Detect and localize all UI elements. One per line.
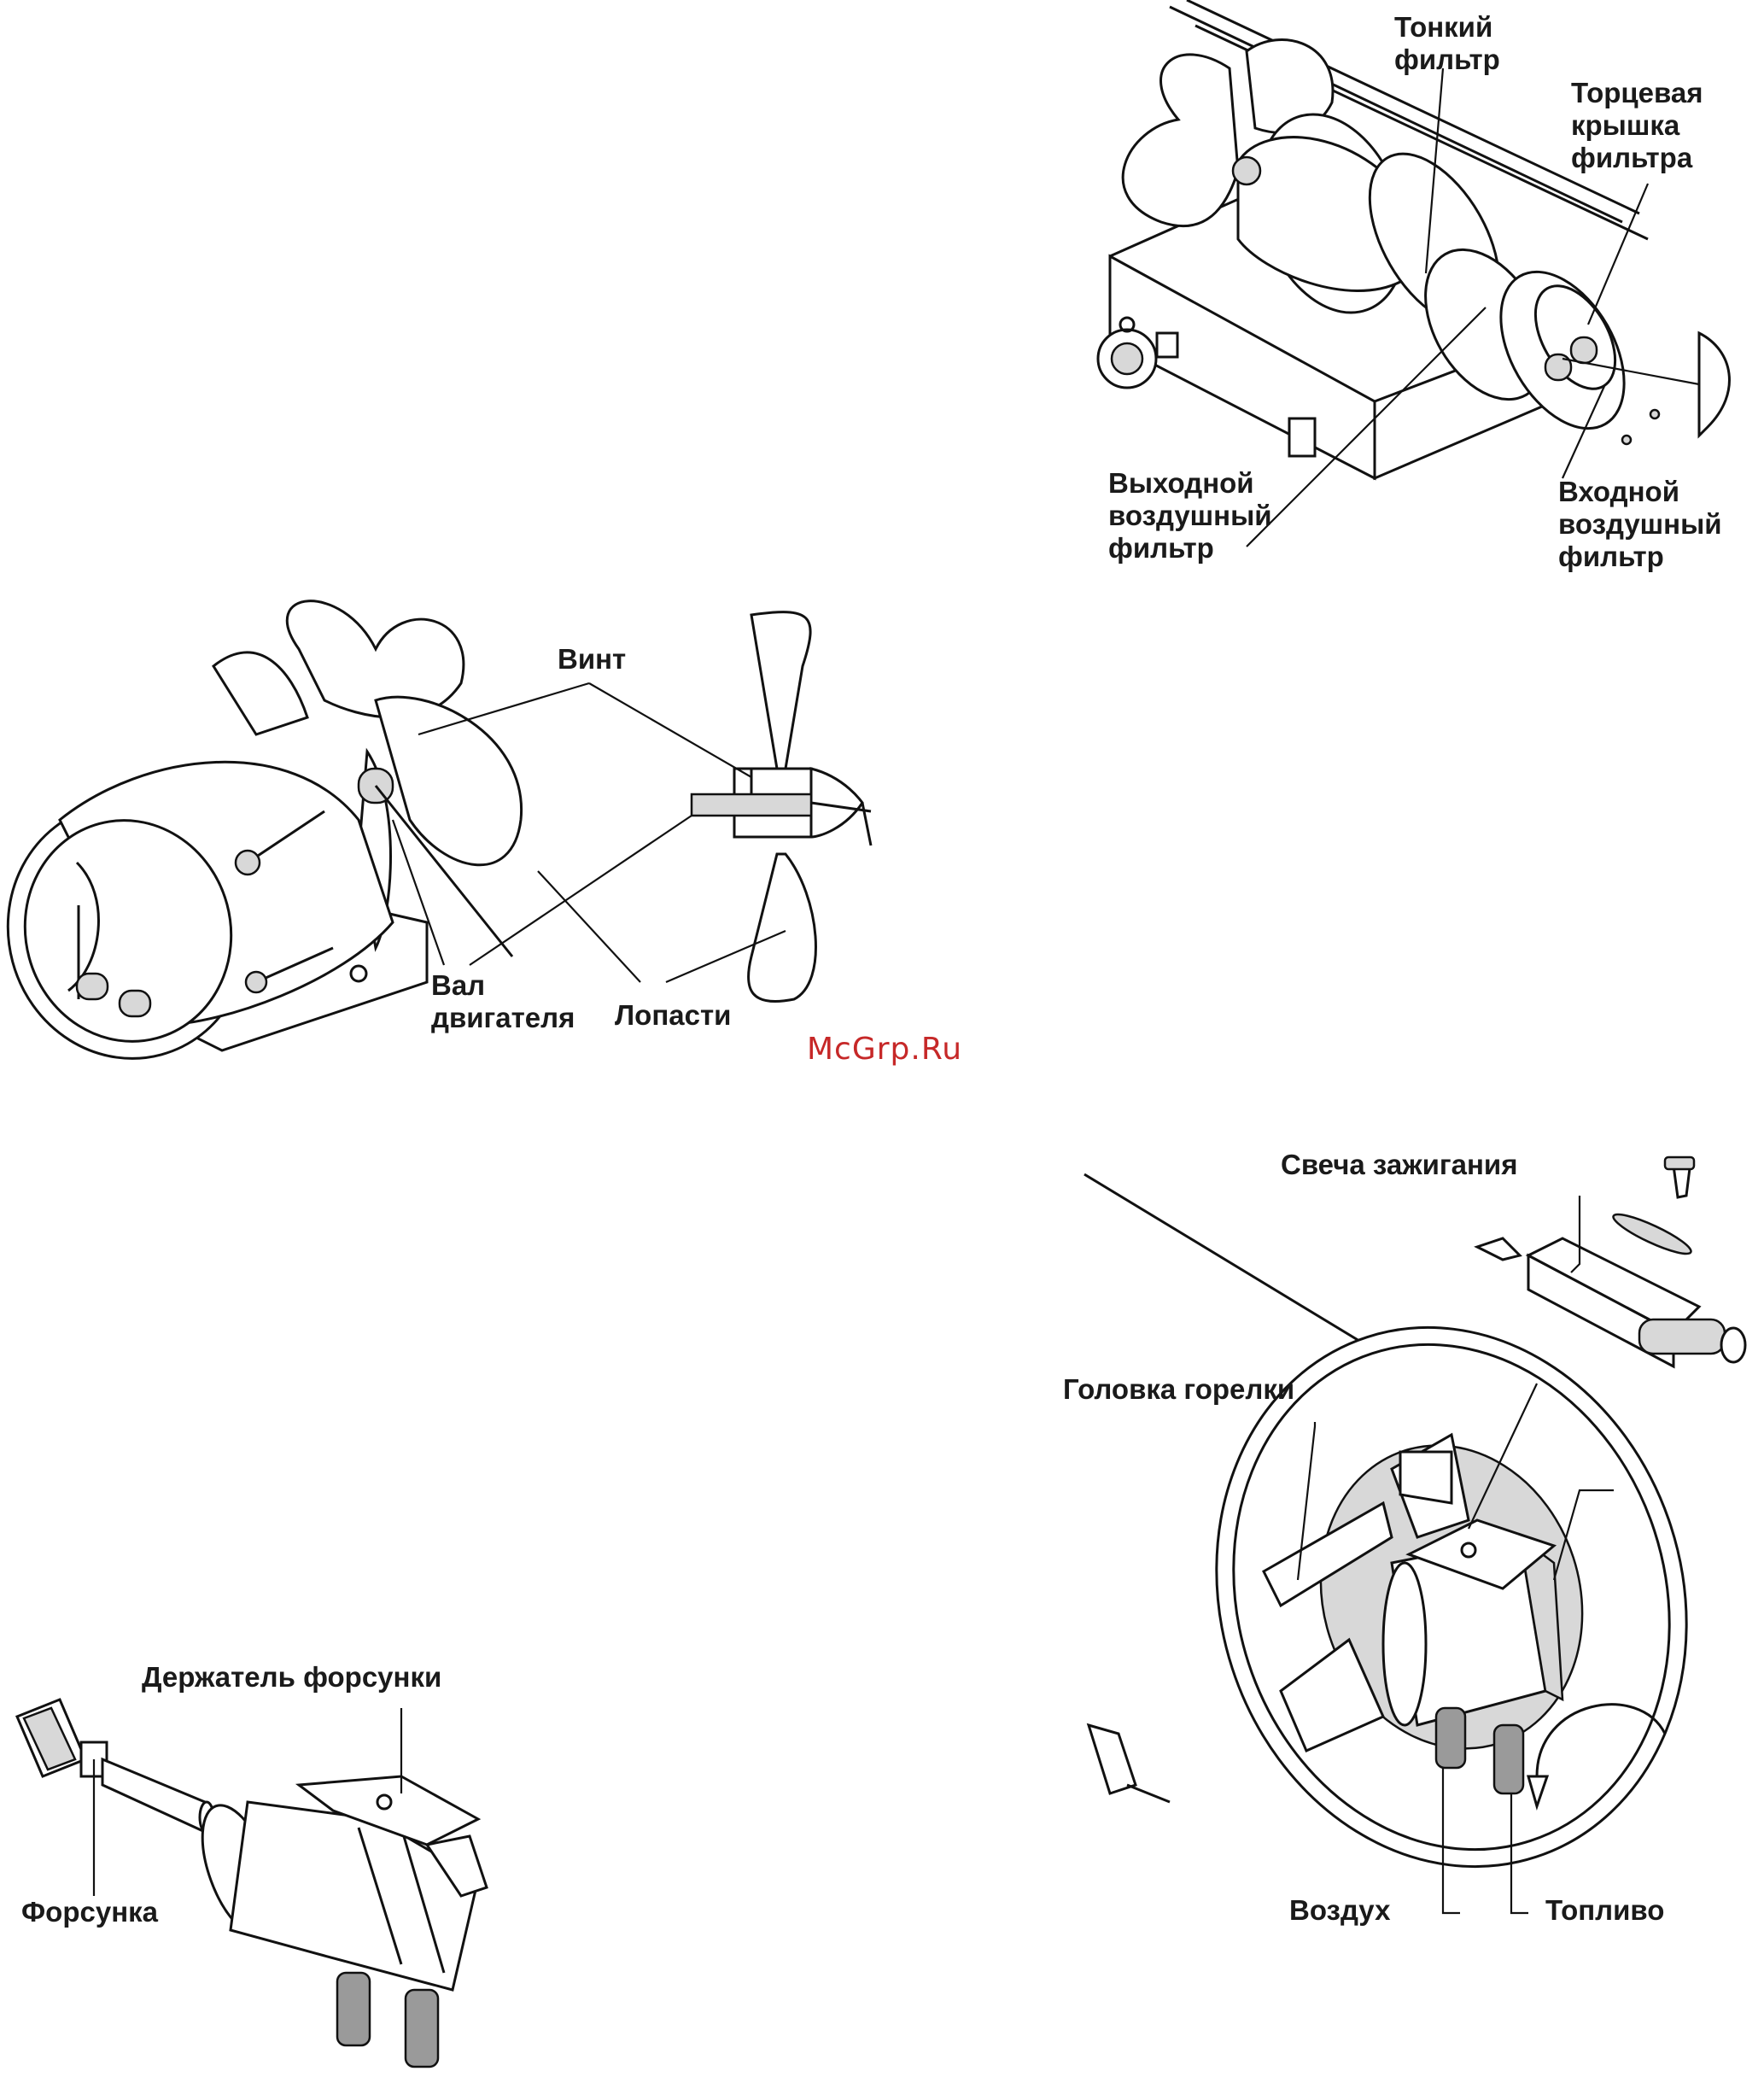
label-screw: Винт [558, 643, 626, 675]
label-blades: Лопасти [615, 999, 731, 1031]
nozzle-holder-diagram [17, 1700, 487, 2067]
label-nozzle: Форсунка [21, 1896, 159, 1928]
label-fuel: Топливо [1545, 1894, 1664, 1926]
label-nozzle-holder: Держатель форсунки [142, 1661, 441, 1693]
label-burner-head: Головка горелки [1063, 1373, 1294, 1405]
burner-head-diagram [1084, 1157, 1755, 1928]
label-spark-plug: Свеча зажигания [1281, 1149, 1517, 1180]
label-air: Воздух [1289, 1894, 1391, 1926]
watermark: McGrp.Ru [807, 1032, 962, 1067]
